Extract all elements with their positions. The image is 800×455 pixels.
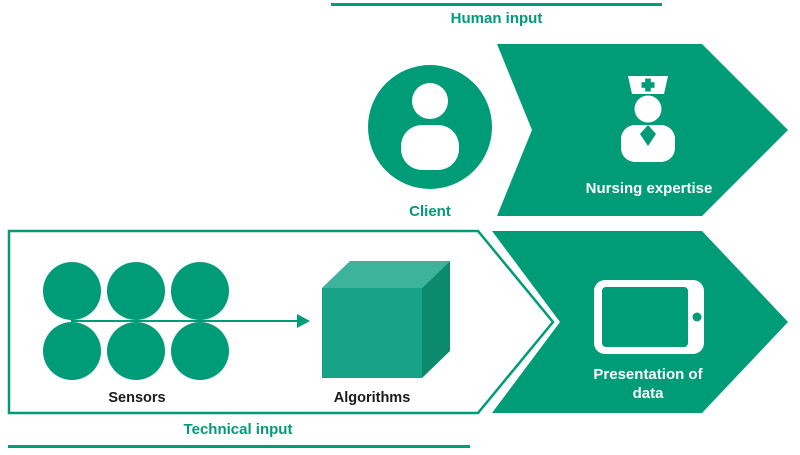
cube-top-face xyxy=(322,261,450,288)
nursing-expertise-label: Nursing expertise xyxy=(585,180,713,197)
cube-front-face xyxy=(322,288,422,378)
sensor-circle xyxy=(171,262,229,320)
technical-input-label: Technical input xyxy=(183,421,293,438)
algorithms-label: Algorithms xyxy=(333,390,411,406)
tablet-icon xyxy=(594,280,704,354)
human-input-label: Human input xyxy=(450,10,543,27)
sensor-circle xyxy=(171,322,229,380)
person-head xyxy=(412,83,448,119)
sensor-circle xyxy=(43,322,101,380)
sensors-label: Sensors xyxy=(108,390,166,406)
person-body xyxy=(401,125,459,170)
nurse-icon xyxy=(621,76,675,162)
client-label: Client xyxy=(409,203,451,220)
client-icon xyxy=(368,65,492,189)
technical-input-rule xyxy=(8,445,470,448)
presentation-of-data-label: Presentation of data xyxy=(593,366,703,402)
sensor-circle xyxy=(107,322,165,380)
connector-arrowhead-icon xyxy=(297,314,310,328)
nurse-collar xyxy=(640,125,656,146)
nurse-head xyxy=(634,95,662,123)
sensors-cluster-icon xyxy=(43,262,229,380)
tablet-screen xyxy=(602,287,688,347)
algorithms-cube-icon xyxy=(322,261,450,378)
sensor-circle xyxy=(107,262,165,320)
cube-right-face xyxy=(422,261,450,378)
tablet-home-button xyxy=(692,312,702,322)
sensor-circle xyxy=(43,262,101,320)
nurse-cap-cross-horizontal xyxy=(641,82,655,88)
human-input-rule xyxy=(331,3,662,6)
